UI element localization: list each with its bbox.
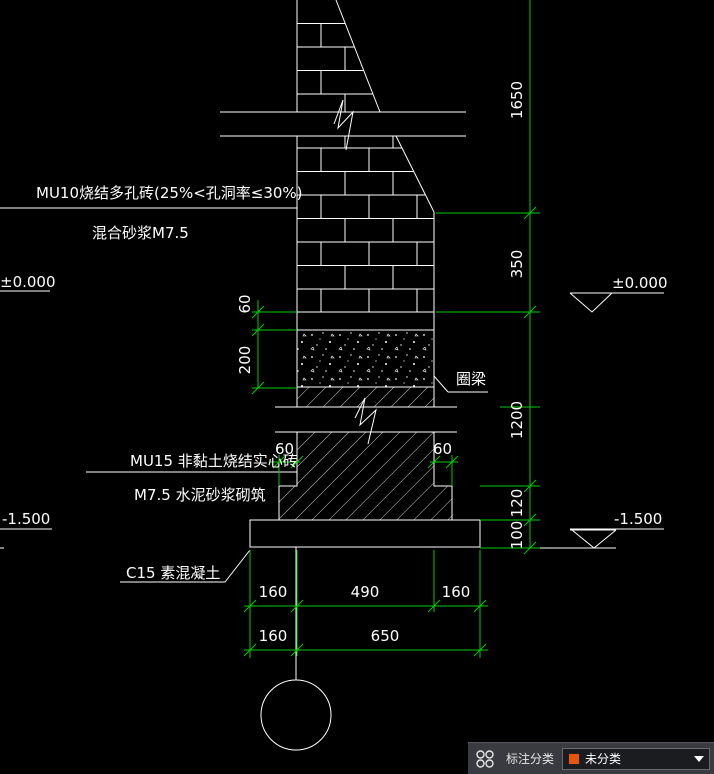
chevron-down-icon[interactable] xyxy=(694,755,705,762)
dim-step-left-60: 60 xyxy=(275,440,294,458)
brick-wall-upper xyxy=(296,0,435,312)
wall-hatch-upper xyxy=(296,386,435,408)
dim-350: 350 xyxy=(508,250,526,279)
dim-120: 120 xyxy=(508,489,526,518)
break-line-upper xyxy=(220,99,466,151)
leader-lines xyxy=(0,207,488,583)
dim-1650: 1650 xyxy=(508,81,526,119)
dim-100: 100 xyxy=(508,521,526,550)
dim-bottom2-650: 650 xyxy=(371,627,400,645)
annotation-category-label: 标注分类 xyxy=(506,752,555,766)
dim-left-200: 200 xyxy=(236,346,254,375)
foundation-wall xyxy=(278,431,453,521)
footing-material-label: C15 素混凝土 xyxy=(126,564,220,582)
wall-base-lines xyxy=(296,311,435,331)
elevation-left-bottom: -1.500 xyxy=(2,510,50,528)
lower-wall-material-label: MU15 非黏土烧结实心砖 xyxy=(130,452,298,470)
dim-bottom-490: 490 xyxy=(351,583,380,601)
dim-bottom-160-left: 160 xyxy=(259,583,288,601)
elevation-right-bottom: -1.500 xyxy=(614,510,662,528)
annotation-category-icon[interactable] xyxy=(474,748,496,770)
dim-bottom-160-right: 160 xyxy=(442,583,471,601)
ring-beam xyxy=(296,329,435,388)
elevation-left-ground: ±0.000 xyxy=(0,273,56,291)
elevation-right-ground: ±0.000 xyxy=(612,274,668,292)
annotation-category-value: 未分类 xyxy=(585,752,622,766)
annotation-category-bar: 标注分类 未分类 xyxy=(468,742,714,774)
dim-step-right-60: 60 xyxy=(433,440,452,458)
ring-beam-label: 圈梁 xyxy=(456,370,486,388)
concrete-footing xyxy=(249,519,481,548)
upper-wall-mortar-label: 混合砂浆M7.5 xyxy=(92,224,189,242)
dim-1200: 1200 xyxy=(508,401,526,439)
upper-wall-material-label: MU10烧结多孔砖(25%<孔洞率≤30%) xyxy=(36,184,303,202)
dim-bottom2-160: 160 xyxy=(259,627,288,645)
lower-wall-mortar-label: M7.5 水泥砂浆砌筑 xyxy=(134,486,266,504)
annotation-category-select[interactable]: 未分类 xyxy=(562,747,711,770)
dimension-lines xyxy=(243,0,540,658)
category-color-swatch xyxy=(568,752,581,765)
axis-bubble xyxy=(260,679,332,751)
dim-left-60: 60 xyxy=(236,294,254,313)
